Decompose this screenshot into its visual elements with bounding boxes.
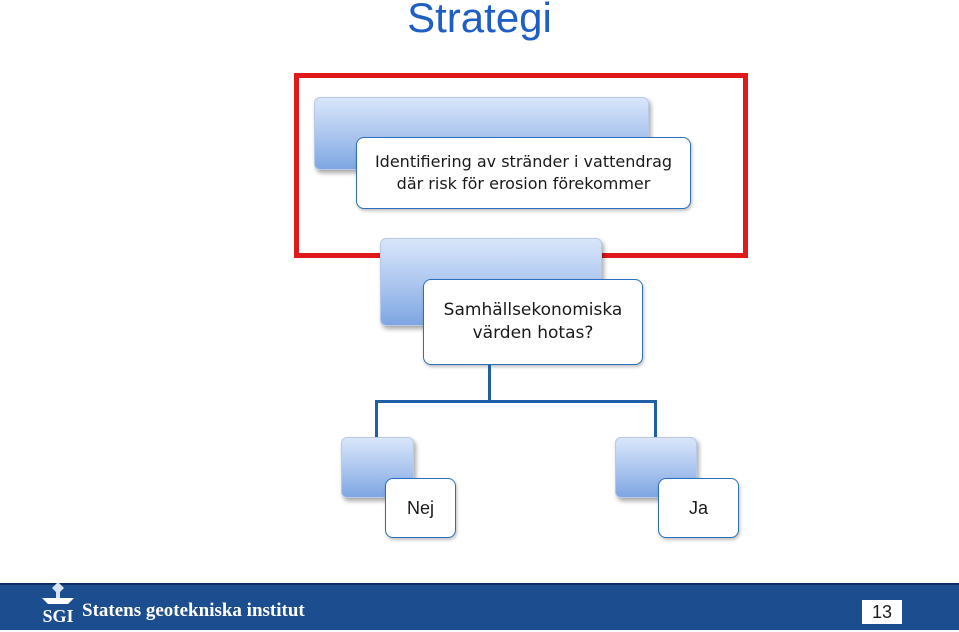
footer-stripe <box>0 583 959 585</box>
left-node-label: Nej <box>406 497 434 518</box>
right-node-label: Ja <box>688 497 708 518</box>
top-node[interactable]: Identifiering av stränder i vattendrag d… <box>356 137 691 209</box>
sgi-logo-mark: SGI <box>42 606 73 626</box>
connector-right-drop <box>654 400 657 438</box>
middle-node-label: Samhällsekonomiska värden hotas? <box>443 300 623 343</box>
sgi-logo-icon: SGI <box>38 580 78 628</box>
footer-bar <box>0 583 959 630</box>
left-node[interactable]: Nej <box>385 478 456 538</box>
page-number: 13 <box>862 600 902 624</box>
connector-stem <box>488 365 491 402</box>
slide-title: Strategi <box>407 0 552 41</box>
right-node[interactable]: Ja <box>658 478 739 538</box>
footer-logo-text: Statens geotekniska institut <box>82 600 305 621</box>
right-node-backing <box>615 437 697 498</box>
connector-left-drop <box>375 400 378 438</box>
middle-node[interactable]: Samhällsekonomiska värden hotas? <box>423 279 643 365</box>
connector-bar <box>375 400 657 403</box>
top-node-label: Identifiering av stränder i vattendrag d… <box>374 152 673 193</box>
